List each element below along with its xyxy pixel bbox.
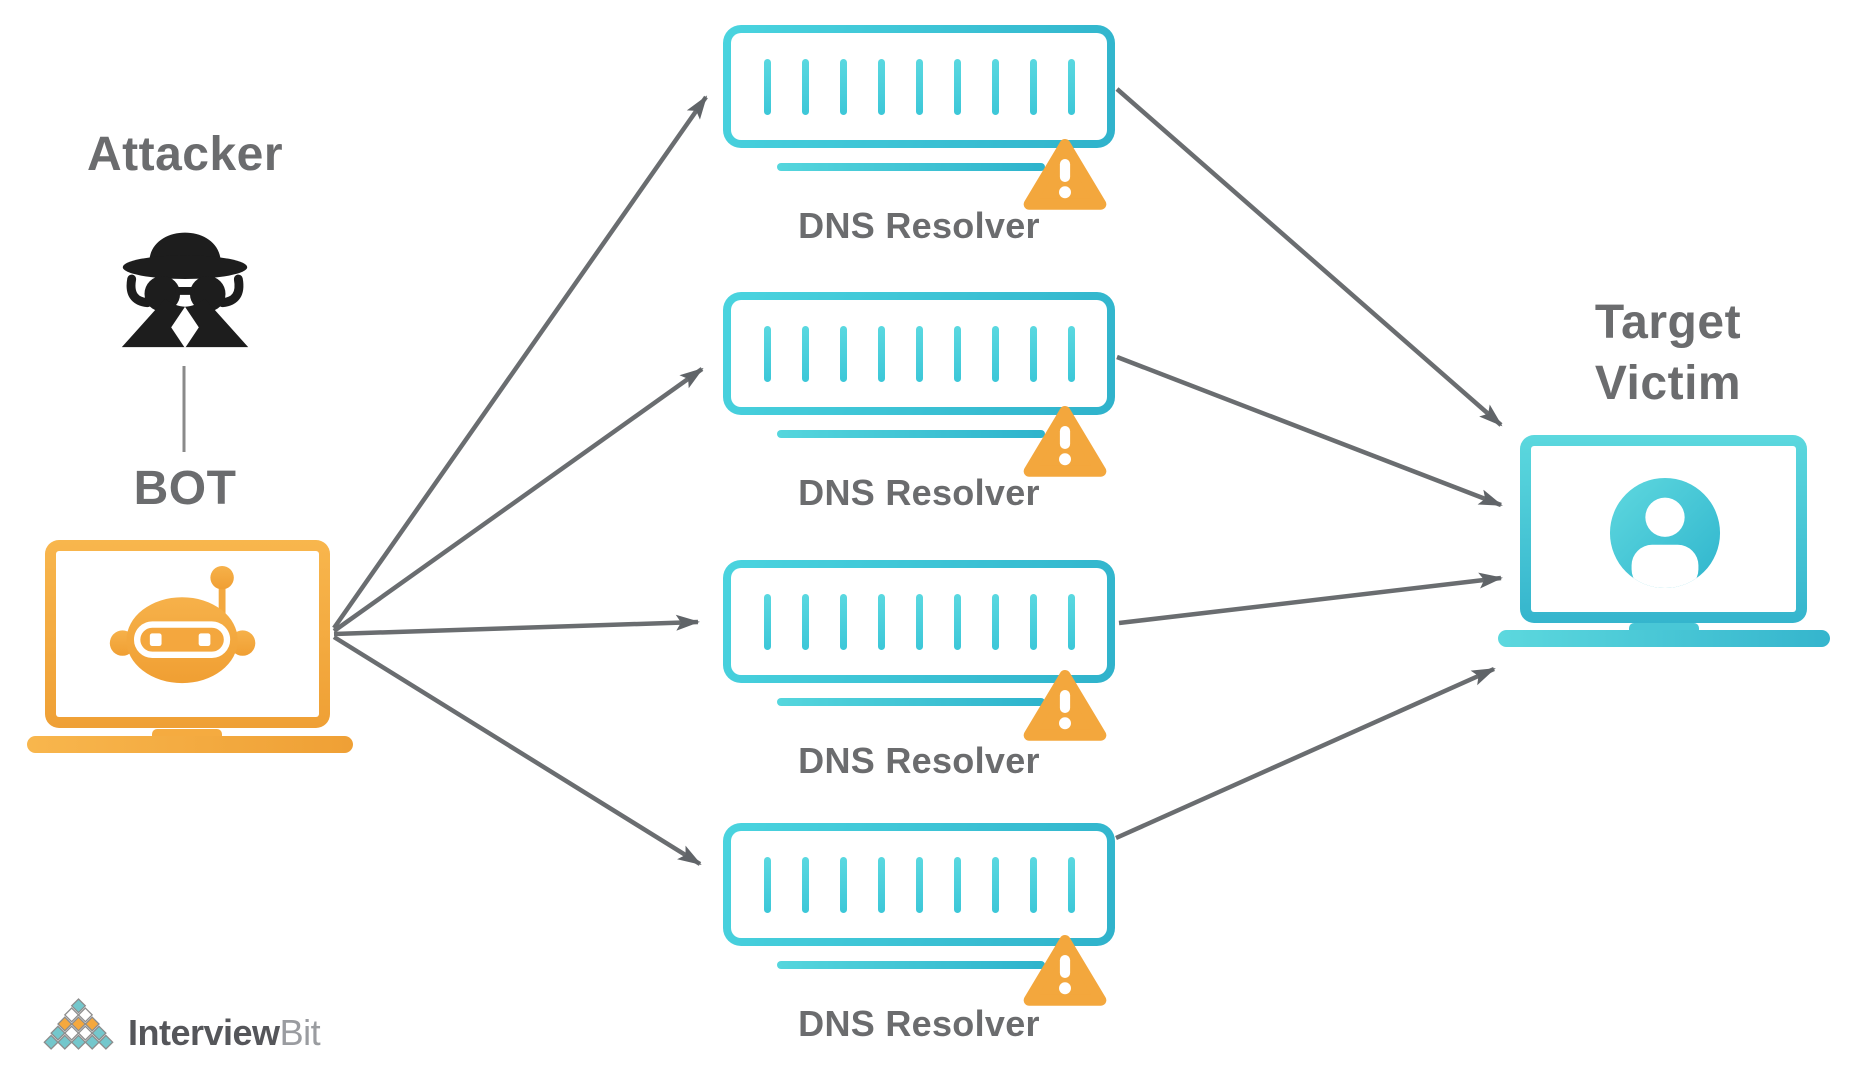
- server-vent-tick: [991, 58, 999, 115]
- warning-triangle-icon: [1023, 669, 1107, 741]
- server-vent-tick: [953, 856, 961, 913]
- server-vent-tick: [877, 593, 885, 650]
- dns-resolver-4-server-icon: [723, 823, 1115, 946]
- server-vent-tick: [877, 58, 885, 115]
- warning-triangle-icon: [1023, 138, 1107, 210]
- server-vent-tick: [991, 593, 999, 650]
- dns-resolver-2-server-icon: [723, 292, 1115, 415]
- server-vent-tick: [915, 58, 923, 115]
- server-vent-tick: [953, 325, 961, 382]
- server-vent-tick: [877, 325, 885, 382]
- server-vents: [731, 568, 1107, 675]
- server-vent-tick: [763, 593, 771, 650]
- warning-triangle-icon: [1023, 405, 1107, 477]
- dns-resolver-2-label: DNS Resolver: [798, 472, 1040, 513]
- arrow-bot-to-resolver-3: [333, 614, 700, 637]
- server-vent-tick: [1067, 593, 1075, 650]
- server-vent-tick: [1029, 593, 1037, 650]
- server-vents: [731, 33, 1107, 140]
- bot-laptop-base: [27, 736, 353, 753]
- bot-label: BOT: [133, 462, 237, 515]
- arrow-resolver-2-to-target: [1116, 354, 1503, 508]
- server-vent-tick: [801, 58, 809, 115]
- arrow-bot-to-resolver-2: [332, 367, 704, 633]
- server-vent-tick: [915, 856, 923, 913]
- arrow-resolver-4-to-target: [1115, 666, 1496, 841]
- interviewbit-logo-text: InterviewBit: [128, 1012, 321, 1054]
- server-vent-tick: [953, 58, 961, 115]
- attacker-label: Attacker: [86, 128, 284, 181]
- dns-resolver-1-server-icon: [723, 25, 1115, 148]
- server-shadow-bar: [777, 698, 1045, 706]
- server-vents: [731, 300, 1107, 407]
- server-vent-tick: [801, 856, 809, 913]
- server-vent-tick: [991, 856, 999, 913]
- warning-triangle-icon: [1023, 934, 1107, 1006]
- server-vents: [731, 831, 1107, 938]
- server-vent-tick: [839, 325, 847, 382]
- server-vent-tick: [839, 58, 847, 115]
- target-label-line2: Victim: [1594, 357, 1742, 410]
- target-label-line1: Target: [1594, 296, 1742, 349]
- server-vent-tick: [1067, 325, 1075, 382]
- server-vent-tick: [877, 856, 885, 913]
- arrow-bot-to-resolver-1: [332, 95, 708, 630]
- interviewbit-logo-icon: [43, 998, 114, 1050]
- bot-laptop-hinge: [152, 729, 222, 738]
- user-avatar-icon: [1609, 477, 1721, 589]
- robot-icon: [109, 565, 256, 684]
- server-vent-tick: [991, 325, 999, 382]
- server-vent-tick: [953, 593, 961, 650]
- server-vent-tick: [763, 58, 771, 115]
- server-vent-tick: [801, 593, 809, 650]
- dns-resolver-1-label: DNS Resolver: [798, 205, 1040, 246]
- server-vent-tick: [915, 593, 923, 650]
- server-vent-tick: [801, 325, 809, 382]
- logo-text-secondary: Bit: [279, 1012, 321, 1053]
- arrow-bot-to-resolver-4: [332, 635, 702, 866]
- server-vent-tick: [839, 856, 847, 913]
- dns-resolver-3-label: DNS Resolver: [798, 740, 1040, 781]
- server-vent-tick: [839, 593, 847, 650]
- server-shadow-bar: [777, 430, 1045, 438]
- server-vent-tick: [763, 325, 771, 382]
- server-vent-tick: [1029, 856, 1037, 913]
- server-vent-tick: [1067, 856, 1075, 913]
- target-laptop-hinge: [1629, 623, 1699, 632]
- dns-resolver-3-server-icon: [723, 560, 1115, 683]
- server-vent-tick: [915, 325, 923, 382]
- server-vent-tick: [763, 856, 771, 913]
- incognito-spy-icon: [121, 232, 249, 349]
- arrow-resolver-3-to-target: [1118, 572, 1503, 626]
- logo-text-primary: Interview: [128, 1012, 280, 1053]
- server-vent-tick: [1029, 58, 1037, 115]
- arrow-resolver-1-to-target: [1115, 87, 1503, 427]
- server-vent-tick: [1029, 325, 1037, 382]
- target-laptop-base: [1498, 630, 1830, 647]
- target-victim-label: Target Victim: [1518, 292, 1818, 414]
- dns-resolver-4-label: DNS Resolver: [798, 1003, 1040, 1044]
- server-vent-tick: [1067, 58, 1075, 115]
- server-shadow-bar: [777, 163, 1045, 171]
- server-shadow-bar: [777, 961, 1045, 969]
